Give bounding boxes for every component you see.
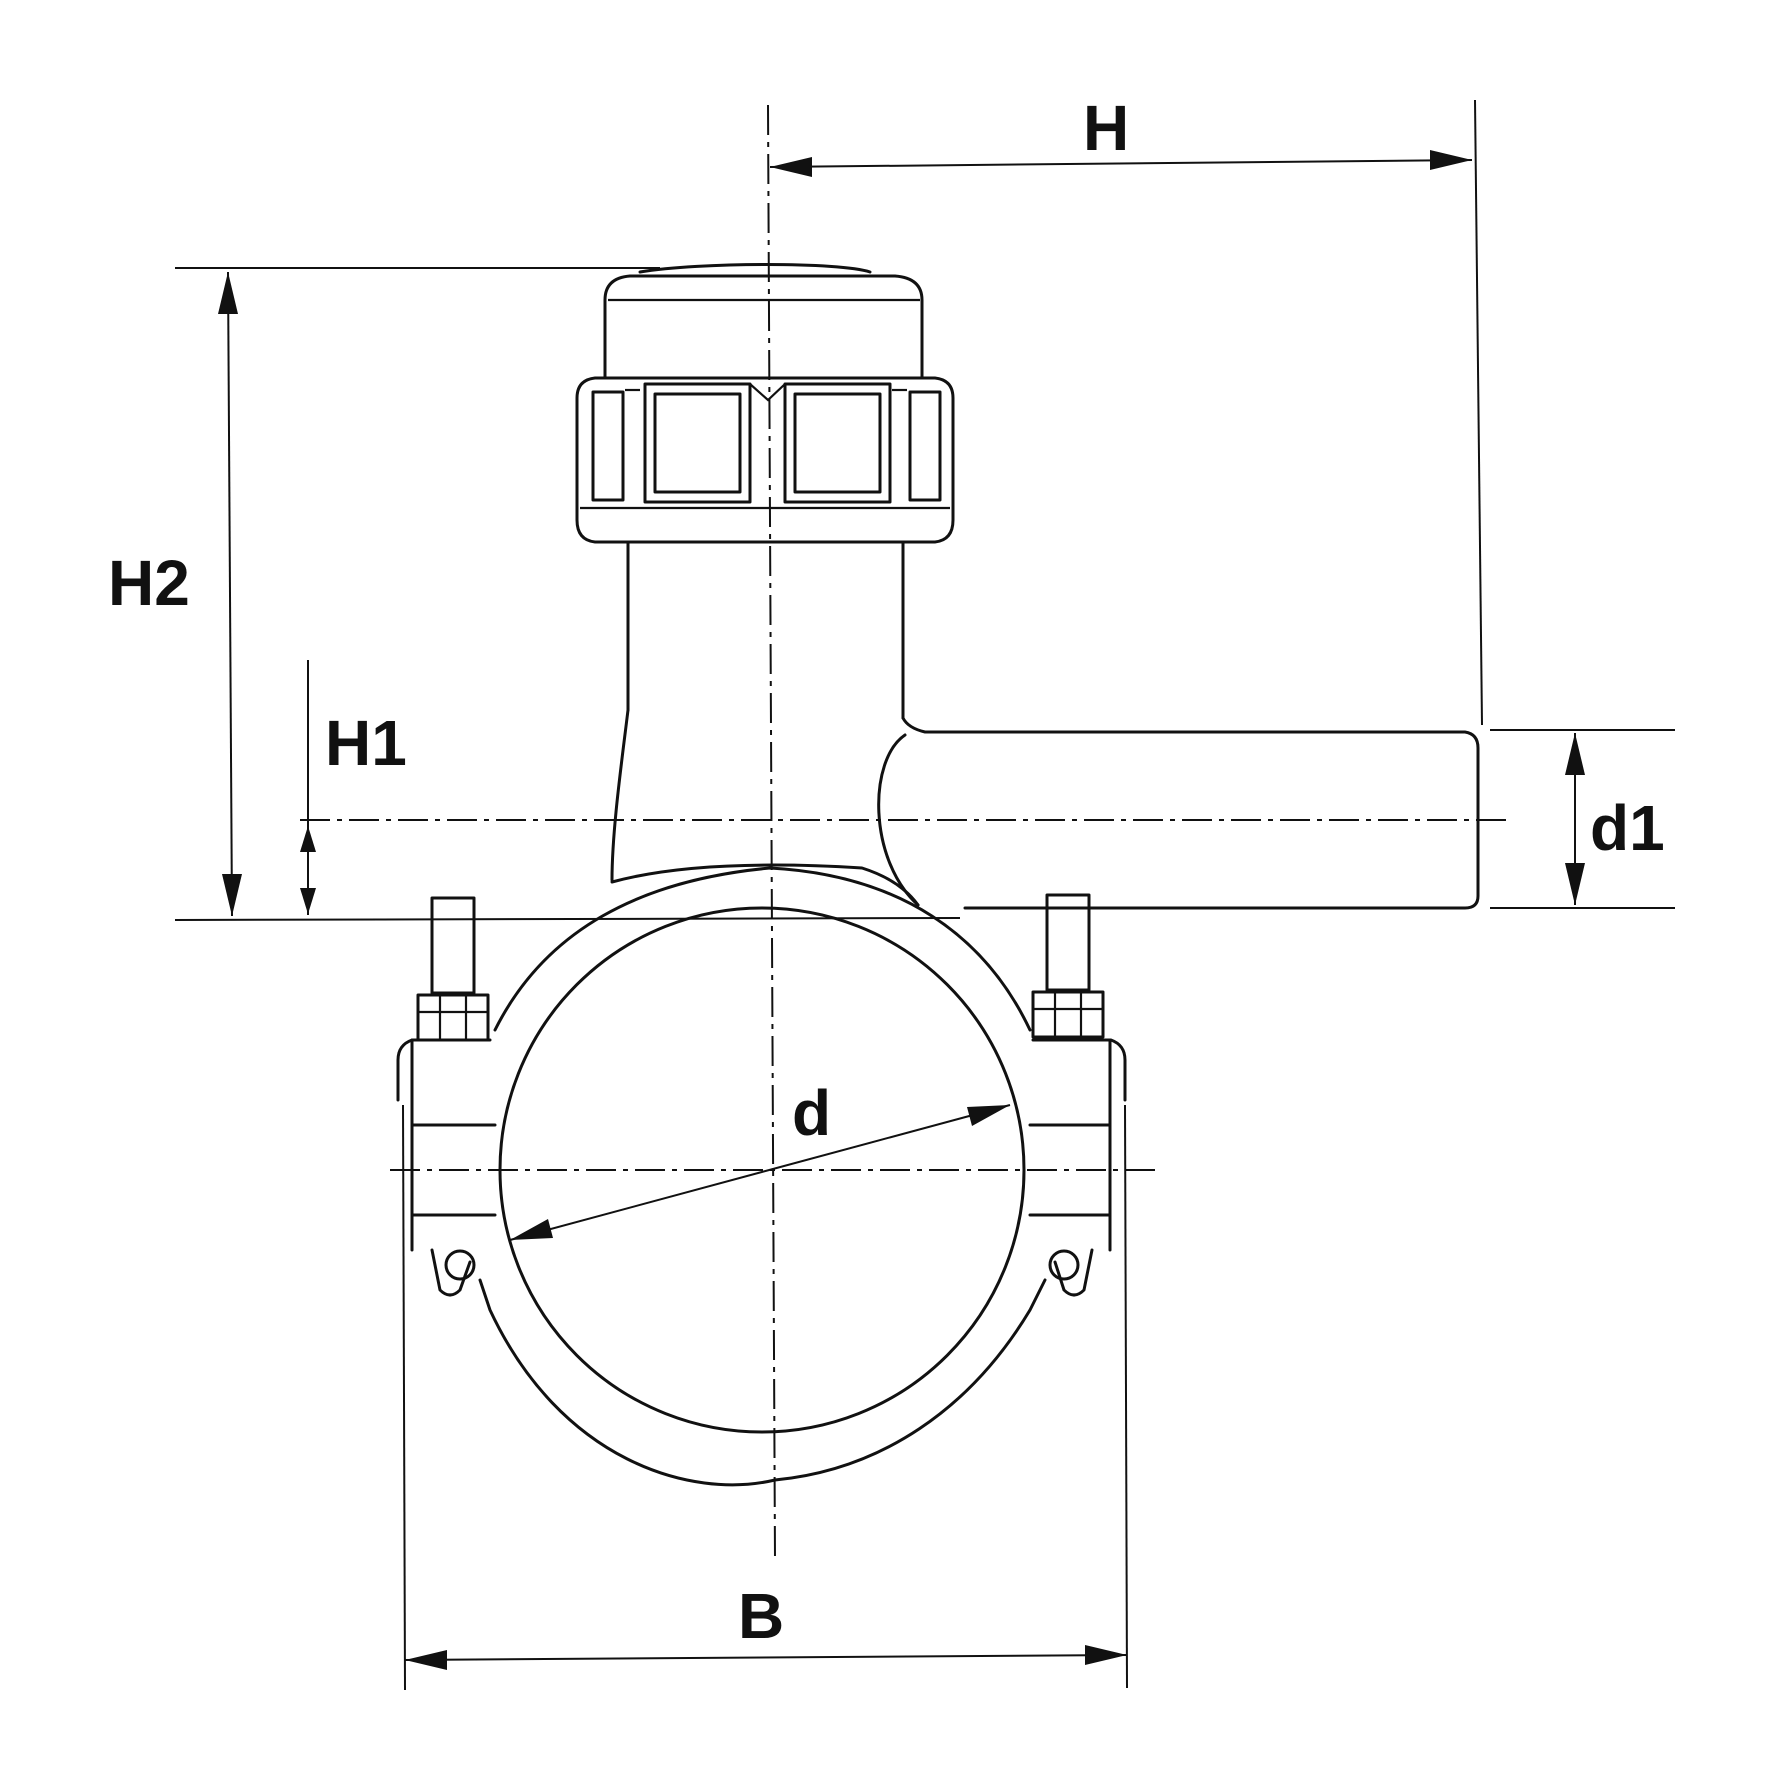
saddle-body	[610, 540, 1480, 910]
cap	[603, 263, 924, 380]
label-B: B	[738, 1580, 784, 1652]
label-H1: H1	[325, 707, 407, 779]
label-H2: H2	[108, 547, 190, 619]
saddle-clamp	[396, 866, 1127, 1487]
dimension-lines	[174, 99, 1675, 1691]
nut	[575, 376, 955, 544]
main-pipe-circle	[498, 906, 1026, 1434]
right-bolt	[1031, 893, 1105, 1039]
left-bolt	[416, 896, 490, 1042]
center-lines	[300, 104, 1510, 1561]
label-d: d	[792, 1077, 831, 1149]
label-d1: d1	[1590, 792, 1665, 864]
label-H: H	[1083, 92, 1129, 164]
